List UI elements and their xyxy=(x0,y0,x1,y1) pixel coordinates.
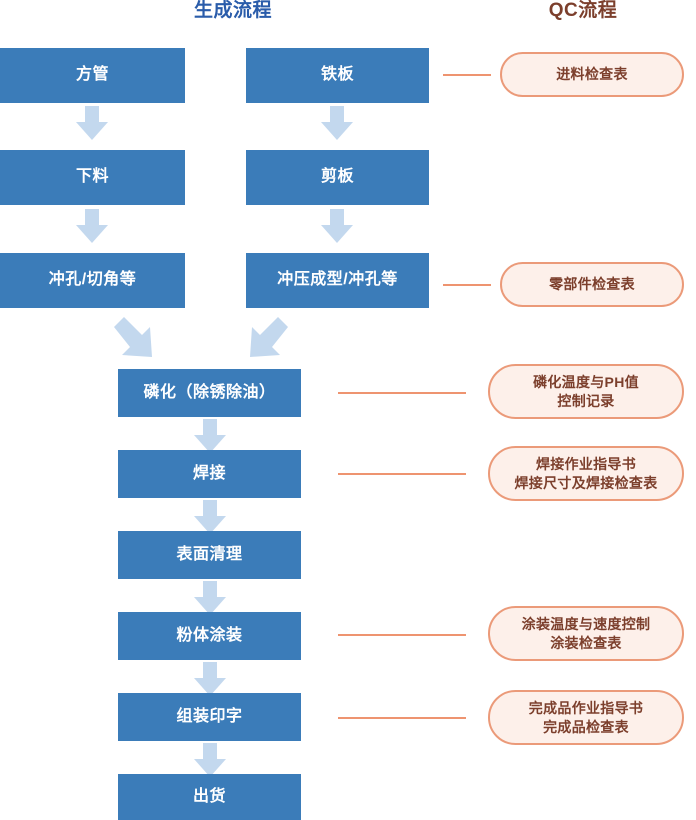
arrow-head xyxy=(194,678,226,696)
qc-box-lingbujian[interactable]: 零部件检查表 xyxy=(500,262,684,307)
down-arrow-icon-arrow-xialiao-chongkong xyxy=(76,209,108,243)
qc-box-label: 焊接作业指导书焊接尺寸及焊接检查表 xyxy=(515,455,658,493)
arrow-shaft xyxy=(203,419,217,436)
qc-box-label-line: 控制记录 xyxy=(557,392,615,409)
qc-box-label: 磷化温度与PH值控制记录 xyxy=(533,373,639,411)
qc-box-label: 涂装温度与速度控制涂装检查表 xyxy=(522,615,651,653)
process-box-fentituzhuang[interactable]: 粉体涂装 xyxy=(118,612,301,660)
qc-box-label: 零部件检查表 xyxy=(549,275,635,294)
process-box-linhua[interactable]: 磷化（除锈除油） xyxy=(118,369,301,417)
column-title-production: 生成流程 xyxy=(193,0,272,21)
process-box-label: 剪板 xyxy=(320,168,354,186)
connector-line-conn-tuzhuang xyxy=(338,634,466,636)
process-box-label: 表面清理 xyxy=(176,545,243,563)
process-box-hanjie[interactable]: 焊接 xyxy=(118,450,301,498)
process-box-xialiao[interactable]: 下料 xyxy=(0,150,185,205)
qc-box-label-line: 完成品作业指导书 xyxy=(528,699,644,716)
diagonal-arrow-icon-arrow-right-merge xyxy=(246,315,292,361)
arrow-shaft xyxy=(330,106,344,123)
diagonal-arrow-icon-arrow-left-merge xyxy=(110,315,156,361)
arrow-shaft xyxy=(203,500,217,517)
arrow-head xyxy=(76,122,108,140)
process-box-label: 组装印字 xyxy=(176,707,243,725)
process-box-label: 焊接 xyxy=(192,464,226,482)
process-box-chongkong[interactable]: 冲孔/切角等 xyxy=(0,253,185,308)
qc-box-hanjie-qc[interactable]: 焊接作业指导书焊接尺寸及焊接检查表 xyxy=(488,446,684,501)
arrow-head xyxy=(194,597,226,615)
down-arrow-icon-arrow-zuzhuang-chuhuo xyxy=(194,743,226,777)
process-box-label: 磷化（除锈除油） xyxy=(143,383,276,401)
connector-line-conn-chongya xyxy=(443,284,491,286)
arrow-shaft xyxy=(203,581,217,598)
arrow-head xyxy=(76,225,108,243)
qc-box-label-line: 进料检查表 xyxy=(556,66,628,83)
down-arrow-icon-arrow-linhua-hanjie xyxy=(194,419,226,453)
column-title-qc: QC流程 xyxy=(548,0,618,21)
process-box-label: 冲孔/切角等 xyxy=(48,271,137,289)
process-box-fangguan[interactable]: 方管 xyxy=(0,48,185,103)
arrow-head xyxy=(321,225,353,243)
process-box-chuhuo[interactable]: 出货 xyxy=(118,774,301,820)
process-box-zuzhuangyinzi[interactable]: 组装印字 xyxy=(118,693,301,741)
qc-box-chengpin-qc[interactable]: 完成品作业指导书完成品检查表 xyxy=(488,690,684,745)
process-box-label: 粉体涂装 xyxy=(176,626,243,644)
qc-box-label-line: 涂装检查表 xyxy=(550,634,622,651)
qc-box-label-line: 涂装温度与速度控制 xyxy=(521,615,651,632)
arrow-shaft xyxy=(203,662,217,679)
down-arrow-icon-arrow-hanjie-biaomian xyxy=(194,500,226,534)
process-box-tieban[interactable]: 铁板 xyxy=(246,48,429,103)
down-arrow-icon-arrow-jianban-chongya xyxy=(321,209,353,243)
arrow-head xyxy=(194,435,226,453)
arrow-shaft xyxy=(330,209,344,226)
connector-line-conn-linhua xyxy=(338,392,466,394)
arrow-shaft xyxy=(85,106,99,123)
process-box-label: 铁板 xyxy=(320,66,354,84)
qc-box-label-line: 焊接尺寸及焊接检查表 xyxy=(514,474,658,491)
qc-box-tuzhuang-qc[interactable]: 涂装温度与速度控制涂装检查表 xyxy=(488,606,684,661)
qc-box-label-line: 完成品检查表 xyxy=(543,718,629,735)
arrow-shaft xyxy=(203,743,217,760)
process-box-label: 方管 xyxy=(75,66,109,84)
process-box-label: 出货 xyxy=(192,787,226,805)
process-box-biaomianqingli[interactable]: 表面清理 xyxy=(118,531,301,579)
qc-box-label-line: 焊接作业指导书 xyxy=(535,455,637,472)
down-arrow-icon-arrow-fenti-zuzhuang xyxy=(194,662,226,696)
process-box-label: 冲压成型/冲孔等 xyxy=(277,271,398,289)
arrow-head xyxy=(194,516,226,534)
process-box-jianban[interactable]: 剪板 xyxy=(246,150,429,205)
connector-line-conn-tieban xyxy=(443,74,491,76)
down-arrow-icon-arrow-biaomian-fenti xyxy=(194,581,226,615)
arrow-head xyxy=(321,122,353,140)
qc-box-jinliao[interactable]: 进料检查表 xyxy=(500,52,684,97)
qc-box-label: 完成品作业指导书完成品检查表 xyxy=(529,699,643,737)
qc-box-label-line: 零部件检查表 xyxy=(549,276,635,293)
process-box-label: 下料 xyxy=(75,168,109,186)
connector-line-conn-hanjie xyxy=(338,473,466,475)
process-box-chongyachengxing[interactable]: 冲压成型/冲孔等 xyxy=(246,253,429,308)
down-arrow-icon-arrow-tieban-jianban xyxy=(321,106,353,140)
connector-line-conn-chengpin xyxy=(338,717,466,719)
arrow-head xyxy=(194,759,226,777)
qc-box-linhua-qc[interactable]: 磷化温度与PH值控制记录 xyxy=(488,364,684,419)
qc-box-label-line: 磷化温度与PH值 xyxy=(533,373,639,390)
down-arrow-icon-arrow-fangguan-xialiao xyxy=(76,106,108,140)
qc-box-label: 进料检查表 xyxy=(556,65,628,84)
arrow-shaft xyxy=(85,209,99,226)
